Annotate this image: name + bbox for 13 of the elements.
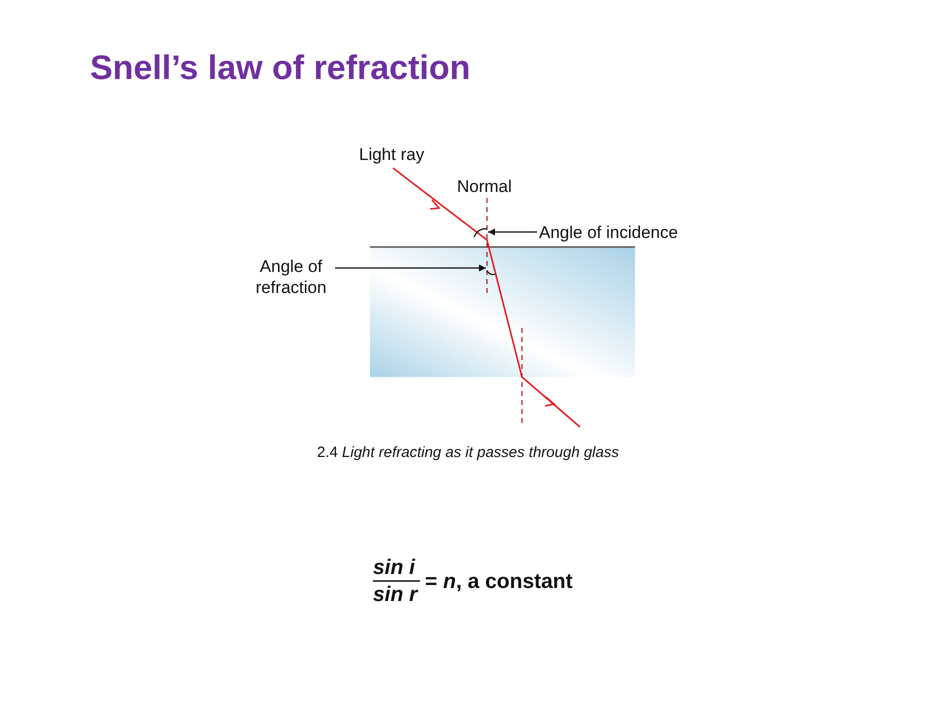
formula-denominator: sin r [373, 583, 418, 607]
leader-line [488, 228, 537, 236]
slide-title: Snell’s law of refraction [90, 48, 470, 88]
angle-arc [486, 270, 496, 276]
leader-line [335, 264, 486, 272]
figure-caption: 2.4 Light refracting as it passes through glass [317, 443, 619, 463]
normal-label: Normal [457, 176, 512, 197]
callout-label: Angle of refraction [248, 256, 334, 298]
angle-arc [473, 228, 488, 238]
callout-label: Angle of incidence [539, 222, 678, 243]
formula-numerator: sin i [373, 556, 416, 580]
formula-text: = n, a constant [425, 570, 573, 594]
light-ray-label: Light ray [359, 144, 424, 165]
